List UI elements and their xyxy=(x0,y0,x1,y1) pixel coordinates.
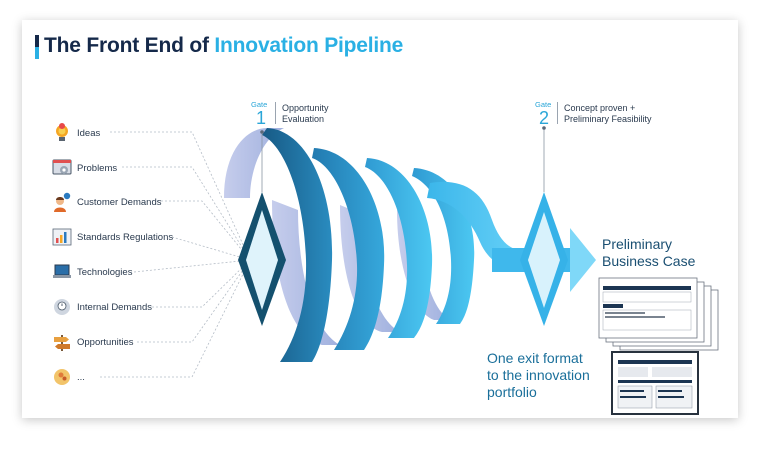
exit-format-text: One exit format to the innovation portfo… xyxy=(487,350,590,401)
gate-2-word: Gate xyxy=(535,100,552,109)
gate-2-separator xyxy=(557,102,558,124)
title-part-2: Innovation Pipeline xyxy=(214,34,404,57)
coil-ribbon-2 xyxy=(312,148,385,350)
source-label-opportunities: Opportunities xyxy=(77,337,134,348)
gate-1-separator xyxy=(275,102,276,124)
lightbulb-icon xyxy=(56,123,68,141)
laptop-icon xyxy=(53,264,71,278)
connector-technologies xyxy=(133,259,251,273)
signpost-icon xyxy=(54,335,70,351)
browser-gear-icon xyxy=(52,159,72,175)
gate-1-word: Gate xyxy=(251,100,268,109)
connector-ideas xyxy=(110,131,251,261)
business-case-documents xyxy=(598,277,719,351)
gate-1-description-line-2: Evaluation xyxy=(282,114,325,124)
source-label-internal-demands: Internal Demands xyxy=(77,302,152,313)
coil-ribbon-3 xyxy=(365,158,433,338)
exit-line-1: One exit format xyxy=(487,350,583,366)
gate-1-description-line-1: Opportunity xyxy=(282,103,329,113)
source-label-standards-regulations: Standards Regulations xyxy=(77,232,174,243)
title-accent-bar xyxy=(35,35,39,59)
slide: The Front End of Innovation Pipeline xyxy=(22,20,738,418)
pipeline-diagram: Description xyxy=(100,126,719,415)
output-title: Preliminary Business Case xyxy=(602,236,695,270)
gate-2-description: Concept proven + Preliminary Feasibility xyxy=(564,103,652,125)
source-label-problems: Problems xyxy=(77,163,118,174)
output-line-2: Business Case xyxy=(602,253,696,269)
gate-2-number: 2 xyxy=(539,108,550,128)
coil-ribbon-1 xyxy=(262,128,333,362)
tail-ribbon xyxy=(427,181,542,270)
source-connectors xyxy=(100,131,251,378)
gate-1-description: Opportunity Evaluation xyxy=(282,103,329,125)
ribbon-back-2 xyxy=(272,200,340,345)
bar-chart-icon xyxy=(52,228,72,246)
gate-2-description-line-1: Concept proven + xyxy=(564,103,636,113)
portfolio-document xyxy=(611,351,699,415)
output-line-1: Preliminary xyxy=(602,236,673,252)
connector-standards xyxy=(171,236,251,261)
gate-2-description-line-2: Preliminary Feasibility xyxy=(564,114,652,124)
gate-1-diamond xyxy=(238,192,286,326)
head-gears-icon xyxy=(54,369,70,385)
connector-problems xyxy=(122,166,251,261)
source-label-technologies: Technologies xyxy=(77,267,133,278)
ribbon-back-1 xyxy=(224,128,284,198)
exit-line-3: portfolio xyxy=(487,384,537,400)
connector-more xyxy=(100,259,251,378)
document-header: Description xyxy=(646,281,661,285)
person-dollar-icon xyxy=(54,192,71,212)
connector-internal-demands xyxy=(152,259,251,308)
source-label-customer-demands: Customer Demands xyxy=(77,197,162,208)
gate-1-number: 1 xyxy=(256,108,267,128)
page-title: The Front End of Innovation Pipeline xyxy=(44,34,403,58)
source-label-more: ... xyxy=(77,372,85,383)
exit-line-2: to the innovation xyxy=(487,367,590,383)
connector-opportunities xyxy=(137,259,251,343)
gate-2-diamond xyxy=(520,192,568,326)
connector-customer-demands xyxy=(157,200,251,261)
head-clock-icon xyxy=(54,299,70,315)
title-part-1: The Front End of xyxy=(44,34,209,57)
source-label-ideas: Ideas xyxy=(77,128,101,139)
